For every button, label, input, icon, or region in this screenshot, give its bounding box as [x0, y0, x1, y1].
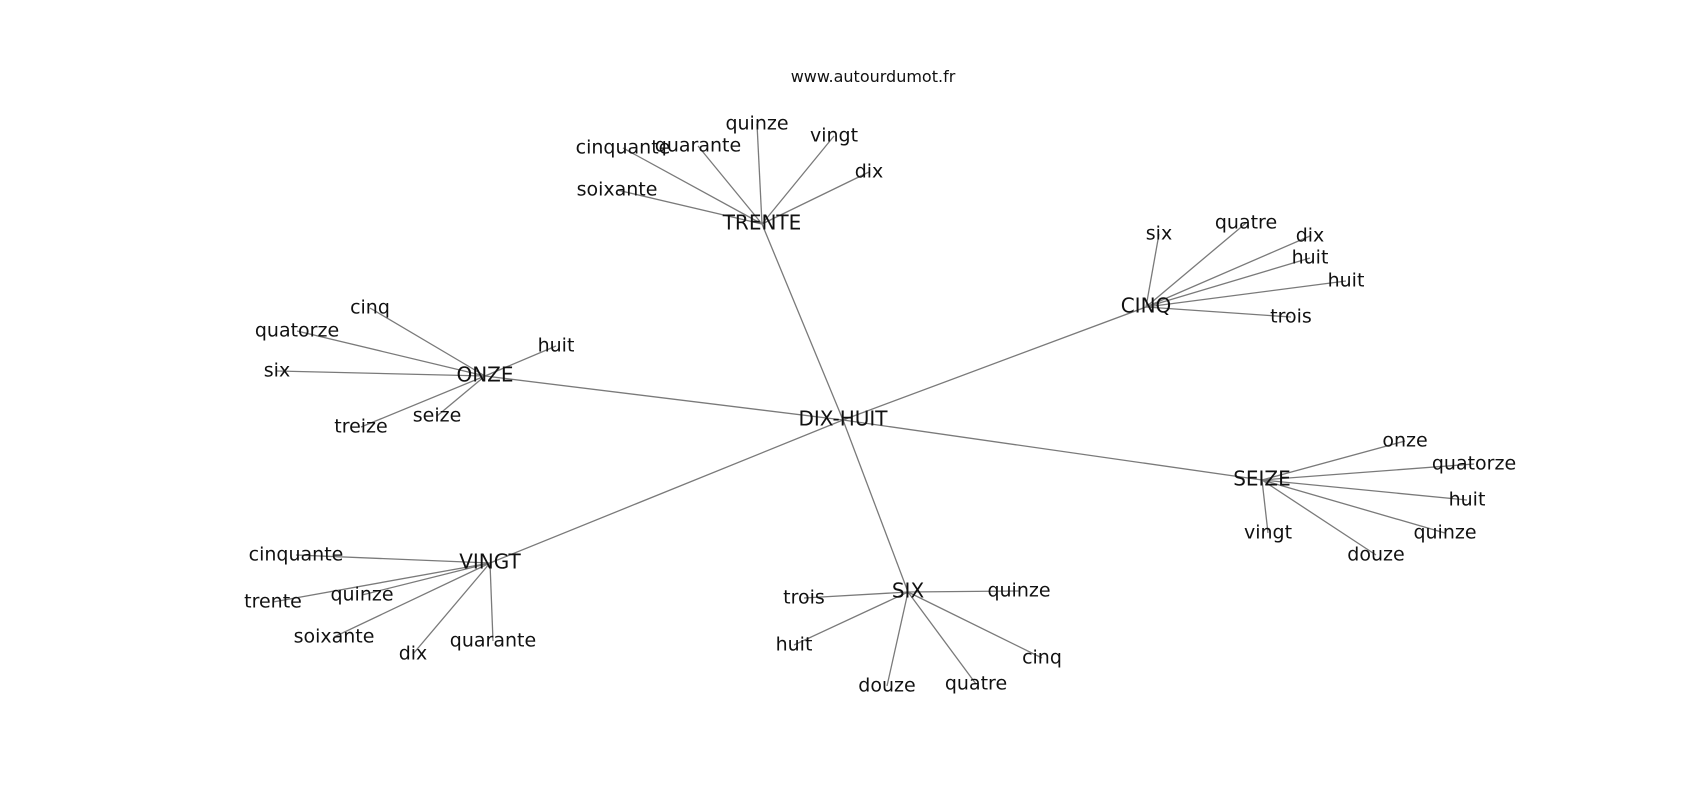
edge-center-onze [484, 375, 844, 421]
edge-seize-onze [1261, 440, 1406, 481]
leaf-node-seize-quatorze: quatorze [1432, 453, 1516, 475]
leaf-node-trente-quinze: quinze [725, 113, 788, 135]
leaf-node-cinq-trois: trois [1270, 306, 1312, 328]
leaf-node-seize-quinze: quinze [1413, 522, 1476, 544]
leaf-node-vingt-soixante: soixante [294, 626, 375, 648]
hub-node-cinq: CINQ [1121, 294, 1172, 318]
leaf-node-six-huit: huit [776, 634, 813, 656]
leaf-node-seize-onze: onze [1382, 430, 1427, 452]
edge-center-cinq [842, 306, 1147, 421]
edge-vingt-quarante [489, 562, 494, 642]
leaf-node-vingt-cinquante: cinquante [249, 544, 344, 566]
leaf-node-six-quinze: quinze [987, 580, 1050, 602]
edge-seize-vingt [1261, 479, 1269, 534]
leaf-node-cinq-quatre: quatre [1215, 212, 1277, 234]
edge-trente-vingt [761, 135, 835, 225]
edge-trente-soixante [616, 189, 763, 225]
edge-cinq-huit [1145, 257, 1311, 308]
edge-six-quatre [907, 591, 977, 685]
leaf-node-onze-treize: treize [334, 416, 387, 438]
site-watermark: www.autourdumot.fr [791, 67, 956, 86]
leaf-node-onze-seize: seize [413, 405, 462, 427]
edge-center-seize [842, 419, 1263, 481]
hub-node-onze: ONZE [456, 363, 513, 387]
leaf-node-trente-soixante: soixante [577, 179, 658, 201]
leaf-node-vingt-dix: dix [399, 643, 428, 665]
edge-cinq-quatre [1145, 222, 1247, 308]
leaf-node-seize-huit: huit [1449, 489, 1486, 511]
edge-six-huit [793, 591, 909, 646]
edge-trente-quinze [756, 123, 763, 225]
edge-cinq-dix [1145, 235, 1311, 308]
hub-node-six: SIX [892, 579, 925, 603]
edge-vingt-soixante [333, 562, 491, 638]
leaf-node-vingt-quarante: quarante [450, 630, 536, 652]
edge-onze-huit [484, 345, 557, 377]
edge-trente-cinquante [622, 147, 763, 225]
leaf-node-trente-cinquante: cinquante [576, 137, 671, 159]
edge-vingt-dix [412, 562, 491, 655]
leaf-node-trente-quarante: quarante [655, 135, 741, 157]
leaf-node-cinq-dix: dix [1296, 225, 1325, 247]
leaf-node-trente-dix: dix [855, 161, 884, 183]
leaf-node-six-douze: douze [858, 675, 915, 697]
edge-onze-quatorze [296, 330, 486, 377]
edge-six-quinze [907, 590, 1020, 593]
edge-six-trois [803, 591, 909, 599]
edge-center-trente [761, 223, 844, 421]
edge-onze-six [276, 370, 486, 377]
edge-vingt-quinze [361, 562, 491, 596]
hub-node-seize: SEIZE [1233, 467, 1291, 491]
edge-cinq-six [1145, 233, 1160, 308]
leaf-node-cinq-huit: huit [1328, 270, 1365, 292]
leaf-node-onze-six: six [264, 360, 290, 382]
leaf-node-vingt-trente: trente [244, 591, 302, 613]
leaf-node-onze-huit: huit [538, 335, 575, 357]
edge-seize-douze [1261, 479, 1377, 556]
leaf-node-cinq-huit: huit [1292, 247, 1329, 269]
hub-node-vingt: VINGT [459, 550, 521, 574]
edge-cinq-trois [1145, 306, 1292, 318]
leaf-node-onze-quatorze: quatorze [255, 320, 339, 342]
leaf-node-onze-cinq: cinq [350, 297, 390, 319]
edge-trente-dix [761, 171, 870, 225]
edge-trente-quarante [697, 145, 763, 225]
edge-onze-seize [436, 375, 486, 417]
leaf-node-seize-douze: douze [1347, 544, 1404, 566]
edge-cinq-huit [1145, 280, 1347, 308]
edge-center-six [842, 419, 909, 593]
hub-node-trente: TRENTE [722, 211, 802, 235]
leaf-node-cinq-six: six [1146, 223, 1172, 245]
edge-seize-huit [1261, 479, 1468, 501]
leaf-node-six-cinq: cinq [1022, 647, 1062, 669]
leaf-node-vingt-quinze: quinze [330, 584, 393, 606]
leaf-node-six-quatre: quatre [945, 673, 1007, 695]
leaf-node-trente-vingt: vingt [810, 125, 858, 147]
leaf-node-seize-vingt: vingt [1244, 522, 1292, 544]
leaf-node-six-trois: trois [783, 587, 825, 609]
edge-vingt-cinquante [295, 554, 491, 564]
edge-center-vingt [489, 419, 844, 564]
edge-seize-quatorze [1261, 463, 1475, 481]
labels-layer: DIX-HUITTRENTEsoixantecinquantequaranteq… [244, 113, 1516, 697]
center-node-label: DIX-HUIT [798, 407, 888, 431]
edge-six-douze [886, 591, 909, 687]
edge-onze-treize [360, 375, 486, 428]
edges-layer [272, 123, 1475, 687]
edge-onze-cinq [369, 307, 486, 377]
edge-vingt-trente [272, 562, 491, 603]
edge-seize-quinze [1261, 479, 1446, 534]
edge-six-cinq [907, 591, 1043, 659]
